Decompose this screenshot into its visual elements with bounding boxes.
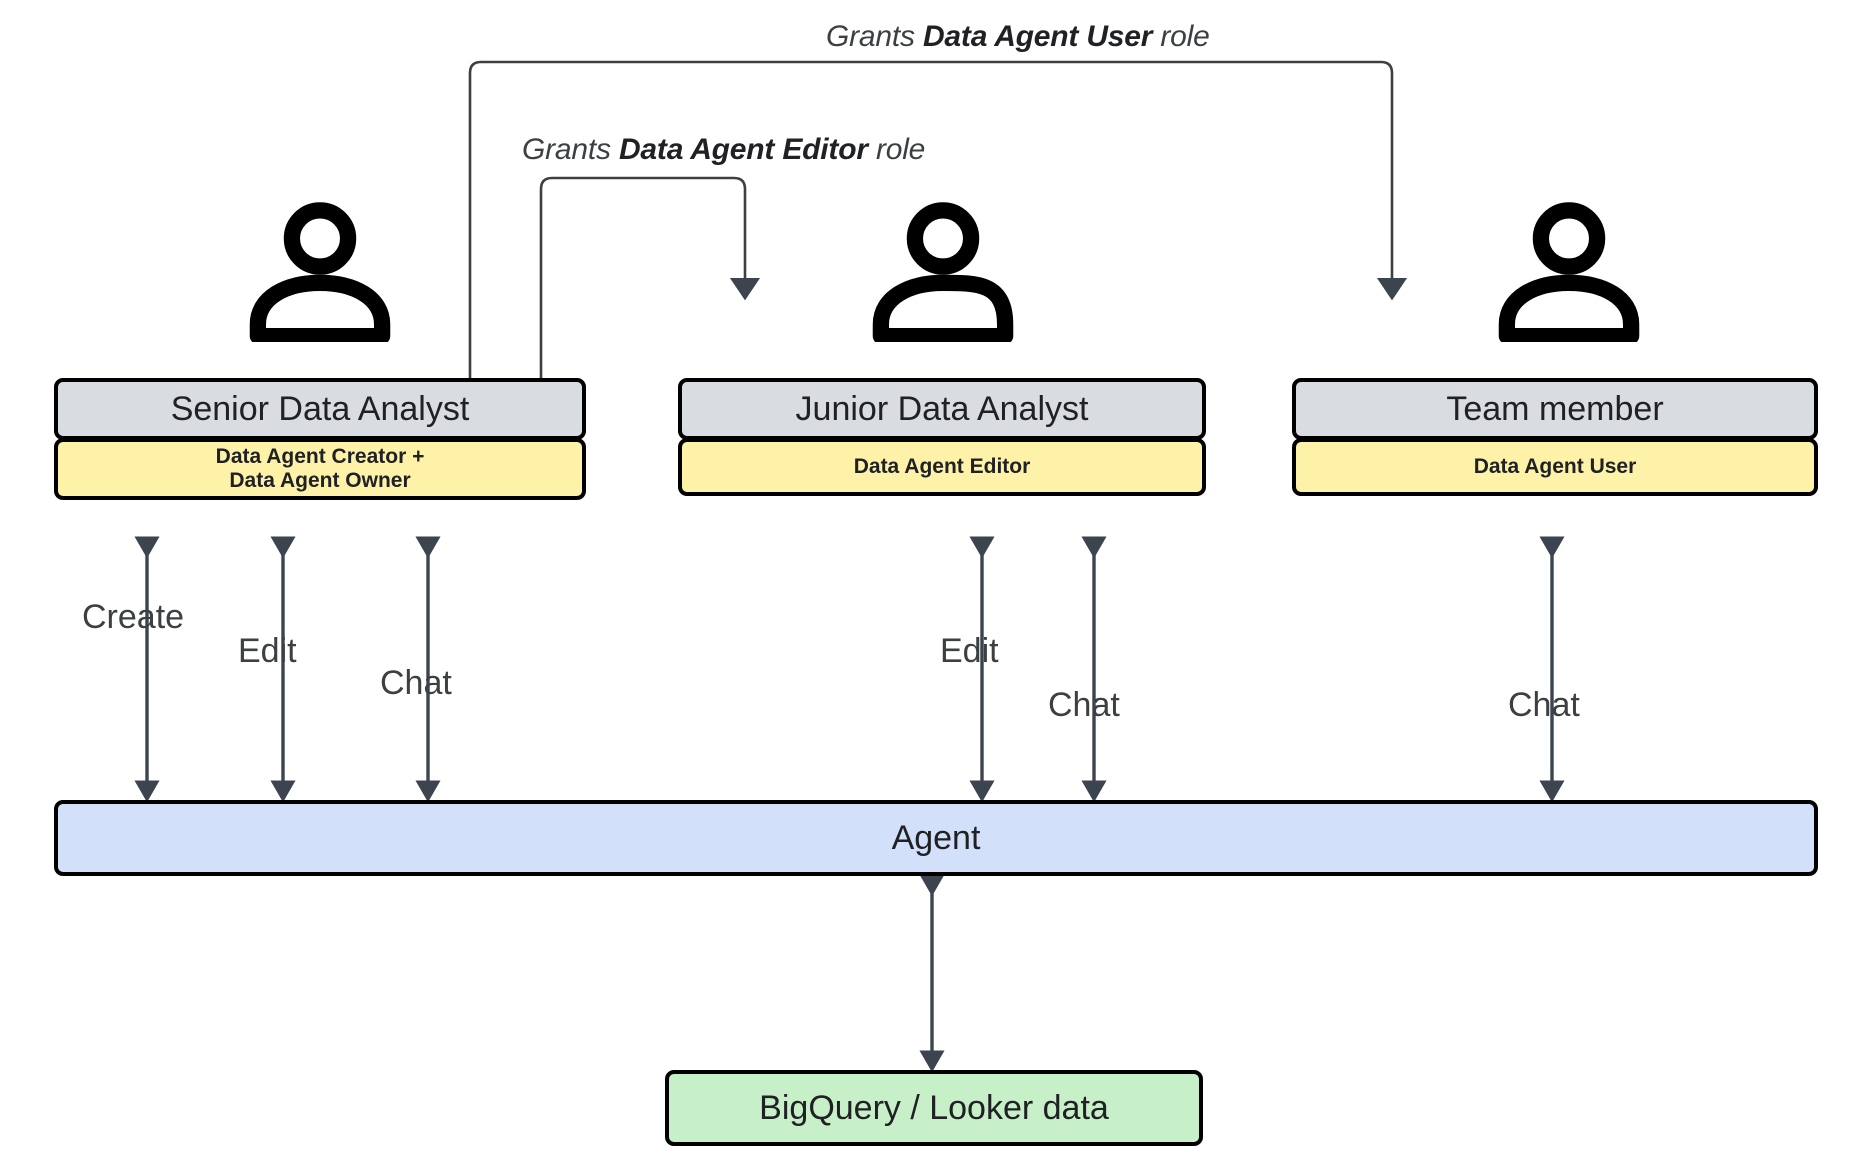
grant-caption-data-agent-editor: Grants Data Agent Editor role [522,133,925,167]
persona-title-senior-data-analyst[interactable]: Senior Data Analyst [54,378,586,440]
persona-title-junior-data-analyst[interactable]: Junior Data Analyst [678,378,1206,440]
data-source-box[interactable]: BigQuery / Looker data [665,1070,1203,1146]
grant-role: Data Agent User [922,20,1153,53]
action-label-team-chat: Chat [1508,686,1580,724]
persona-team-member: Team member Data Agent User [1292,378,1818,496]
action-label-junior-edit: Edit [940,632,999,670]
role-badge-senior-data-analyst[interactable]: Data Agent Creator + Data Agent Owner [54,438,586,500]
persona-junior-data-analyst: Junior Data Analyst Data Agent Editor [678,378,1206,496]
action-label-senior-create: Create [82,598,185,636]
action-label-junior-chat: Chat [1048,686,1120,724]
action-label-senior-edit: Edit [238,632,297,670]
agent-bar[interactable]: Agent [54,800,1818,876]
grant-prefix: Grants [522,133,619,166]
connector-grants-data-agent-editor [539,176,761,378]
role-badge-team-member[interactable]: Data Agent User [1292,438,1818,496]
role-badge-junior-data-analyst[interactable]: Data Agent Editor [678,438,1206,496]
person-icon [249,202,391,342]
person-icon [1498,202,1640,342]
persona-senior-data-analyst: Senior Data Analyst Data Agent Creator +… [54,378,586,500]
grant-suffix: role [867,133,926,166]
role-line: Data Agent Creator + [215,445,425,469]
action-label-senior-chat: Chat [380,664,452,702]
grant-role: Data Agent Editor [618,133,868,166]
grant-prefix: Grants [826,20,923,53]
role-line: Data Agent Owner [229,469,411,492]
persona-title-team-member[interactable]: Team member [1292,378,1818,440]
person-icon [872,202,1014,342]
grant-suffix: role [1152,20,1210,53]
grant-caption-data-agent-user: Grants Data Agent User role [826,20,1210,54]
